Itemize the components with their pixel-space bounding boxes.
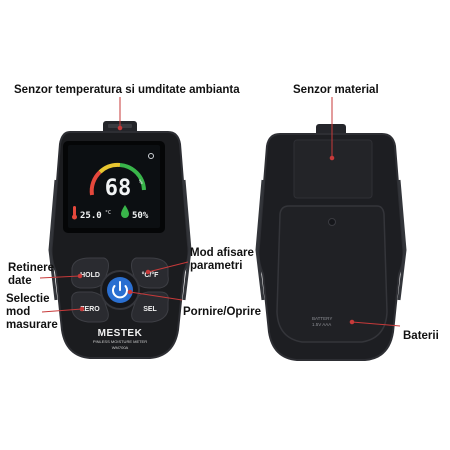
- callout-lines: [39, 97, 401, 327]
- label-hold-data-line1: Retinere: [8, 262, 55, 274]
- model-line: PINLESS MOISTURE METER: [93, 339, 147, 344]
- reading-unit: %: [139, 179, 143, 186]
- label-display-mode-line2: parametri: [190, 260, 243, 272]
- label-material-sensor: Senzor material: [293, 84, 379, 96]
- label-batteries: Baterii: [403, 330, 439, 342]
- hold-button-label: HOLD: [80, 272, 100, 279]
- power-icon: [112, 285, 128, 299]
- keypad: HOLD °C/°F ZERO SEL: [71, 257, 169, 323]
- battery-cover-screw: [328, 218, 336, 226]
- lcd-screen: [68, 145, 160, 228]
- temperature-value: 25.0: [80, 211, 102, 221]
- label-display-mode-line1: Mod afisare: [190, 247, 254, 259]
- gauge-arc-green: [119, 163, 146, 191]
- label-measure-mode-line2: mod: [6, 306, 31, 318]
- settings-icon: [148, 153, 154, 159]
- gauge-arc-yellow: [98, 162, 121, 174]
- zero-button-label: ZERO: [80, 306, 100, 313]
- humidity-value: 50%: [132, 211, 149, 221]
- unit-button-label: °C/°F: [142, 271, 160, 279]
- label-power: Pornire/Oprire: [183, 306, 261, 318]
- label-hold-data-line2: date: [8, 275, 32, 287]
- label-measure-mode: Selectie mod masurare: [6, 293, 58, 332]
- label-measure-mode-line1: Selectie: [6, 293, 50, 305]
- label-hold-data: Retinere date: [8, 262, 54, 288]
- sel-button[interactable]: [131, 291, 169, 323]
- zero-button[interactable]: [71, 291, 109, 323]
- front-device: 68 % 25.0 °C 50% HOLD °C/°F ZERO SEL MES: [48, 121, 192, 359]
- battery-cover: [276, 205, 388, 343]
- material-sensor-plate: [293, 139, 373, 199]
- label-display-mode: Mod afisare parametri: [190, 247, 254, 273]
- back-device: BATTERY 1.5V AAA: [255, 124, 407, 361]
- label-ambient-sensor: Senzor temperatura si umditate ambianta: [14, 84, 240, 96]
- reading-value: 68: [105, 176, 132, 201]
- battery-text-line2: 1.5V AAA: [312, 322, 331, 327]
- sel-button-label: SEL: [143, 306, 157, 313]
- label-measure-mode-line3: masurare: [6, 319, 58, 331]
- thermometer-icon: [73, 206, 76, 216]
- temperature-unit: °C: [105, 210, 111, 216]
- battery-text-line1: BATTERY: [312, 316, 332, 321]
- droplet-icon: [121, 205, 129, 218]
- brand-logo: MESTEK: [98, 328, 143, 339]
- model-number: WM700A: [112, 345, 129, 350]
- gauge-arc-red: [89, 170, 102, 196]
